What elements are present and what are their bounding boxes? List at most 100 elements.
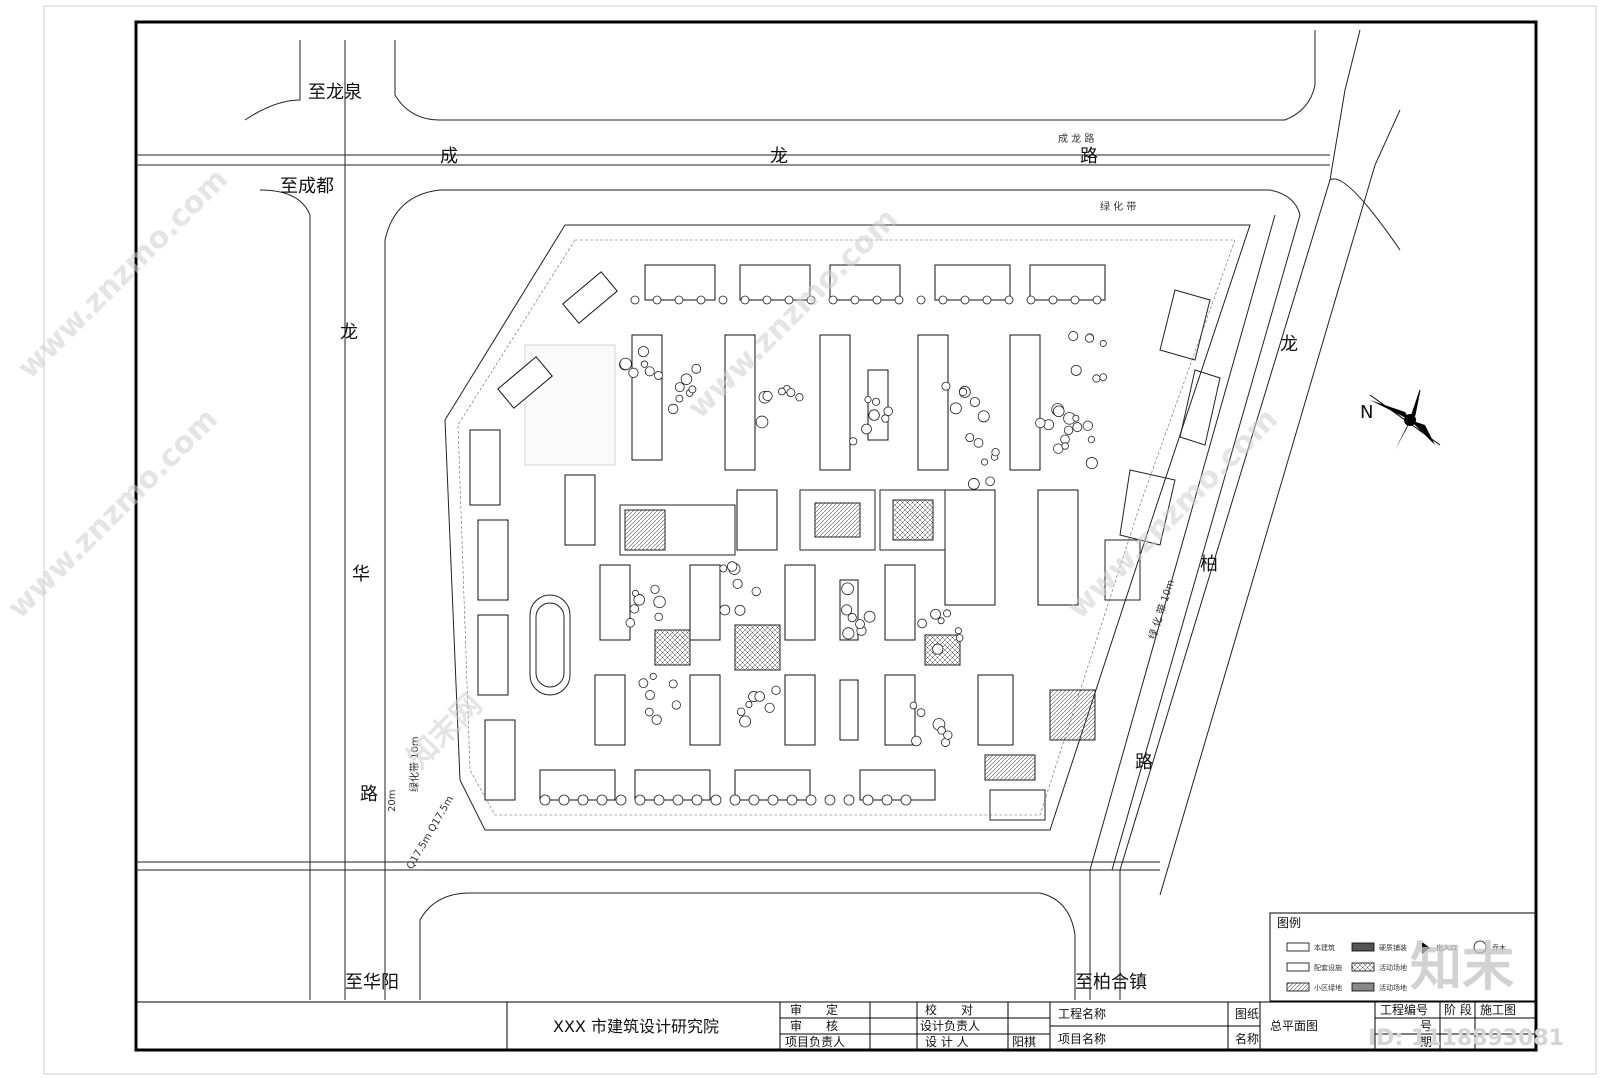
site-boundary [444,224,1251,831]
tree-icon [958,387,968,397]
tree-icon [640,360,649,368]
legend-item-1: 配套设施 [1314,963,1342,972]
tree-icon [841,604,853,616]
tree-icon [778,387,786,396]
tree-icon [650,584,660,594]
tree-icon [644,707,654,717]
tree-icon [671,700,681,710]
tree-icon [633,594,645,606]
tree-icon [991,448,1000,457]
building-10 [1009,334,1041,471]
tb-drawing-name: 总平面图 [1270,1019,1318,1033]
tree-icon [843,794,855,806]
building-6 [631,334,663,461]
legend-item-2: 小区绿地 [1314,983,1342,992]
tree-icon [862,794,874,806]
tree-icon [828,295,838,305]
tree-icon [795,393,804,402]
tb-row2a: 号 [1420,1019,1432,1033]
building-14 [1037,489,1079,606]
hua-long-width: 20m [387,790,398,812]
tree-icon [841,582,854,596]
tree-icon [628,367,639,378]
building-19 [884,564,916,641]
tree-icon [943,730,953,740]
tree-icon [539,794,551,806]
building-22 [689,674,721,746]
road-dims: Q17.5m Q17.5m [405,794,456,871]
tree-icon [786,388,796,398]
tree-icon [619,357,632,371]
green-belt-top: 绿 化 带 [1100,200,1136,213]
tree-icon [1092,374,1101,383]
tree-icon [767,794,779,806]
tree-icon [654,612,663,622]
tree-icon [786,794,798,806]
legend-item-5: 活动场地 [1379,983,1407,992]
tree-icon [977,410,990,423]
tree-symbols [539,295,1108,806]
image-id: ID: 1118893081 [1368,1026,1564,1051]
tree-icon [762,295,772,305]
tree-icon [916,708,926,717]
tree-icon [1082,420,1093,431]
tb-project-lead: 项目负责人 [785,1035,845,1049]
tree-icon [745,701,753,708]
north-arrow-icon [1369,389,1441,450]
building-1 [644,264,716,301]
tb-proof: 校 对 [925,1002,973,1017]
institute-name: XXX 市建筑设计研究院 [553,1017,719,1036]
tree-icon [632,589,639,597]
tree-icon [649,672,657,680]
tree-icon [1072,414,1080,422]
tb-designer: 设 计 人 [925,1035,969,1049]
tree-icon [645,690,655,701]
label-to-chengdu: 至成都 [280,176,334,197]
tree-icon [668,679,678,689]
tree-icon [691,363,702,374]
tb-project-no-label: 工程编号 [1380,1002,1428,1017]
building-12 [736,489,778,551]
sports-track [529,594,571,696]
tree-icon [1099,373,1108,381]
tree-icon [740,295,750,305]
building-7 [724,334,756,471]
building-34 [484,719,516,801]
north-label: N [1360,402,1373,423]
tree-icon [985,476,995,486]
tree-icon [674,295,684,305]
building-26 [839,679,859,741]
legend-item-7: 乔木 [1492,943,1506,952]
building-32 [477,519,509,601]
tree-icon [736,707,746,717]
tree-icon [1061,442,1069,450]
tree-icon [872,295,882,305]
building-2 [739,264,811,301]
tree-icon [955,634,964,642]
tree-icon [883,406,893,416]
tree-icon [1026,295,1036,305]
tb-name-label: 名称 [1235,1031,1259,1046]
tb-stage-value: 施工图 [1480,1003,1516,1017]
tree-icon [680,373,693,385]
watermark-2: 知末网 [401,687,489,775]
tree-icon [917,618,927,629]
building-33 [477,614,509,696]
tree-icon [748,794,760,806]
tree-icon [577,794,589,806]
road-long-bai-3: 路 [1135,752,1153,773]
tb-stage-label: 阶 段 [1444,1002,1472,1017]
building-23 [784,674,816,746]
tree-icon [872,397,881,406]
tree-icon [864,395,872,404]
tree-icon [558,794,570,806]
tree-icon [850,295,860,305]
building-35 [562,271,618,324]
tree-icon [938,295,948,305]
tree-icon [982,295,992,305]
tree-icon [894,295,904,305]
tree-icon [719,564,728,573]
tree-icon [653,794,665,806]
road-cheng-long-small: 成 龙 路 [1058,132,1094,145]
tree-icon [739,715,752,728]
